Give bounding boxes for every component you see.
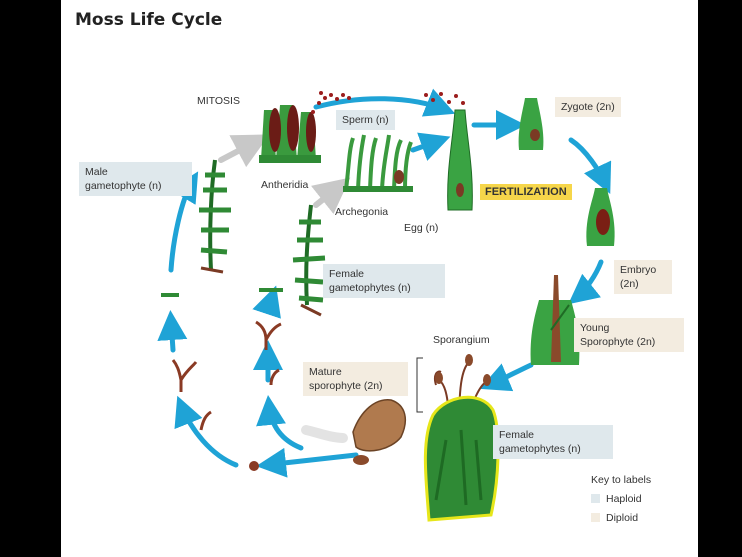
antheridia-drawing xyxy=(259,105,321,163)
arrow-embryo-to-young xyxy=(576,262,601,298)
diploid-swatch xyxy=(591,513,600,522)
label-zygote: Zygote (2n) xyxy=(555,97,621,117)
label-embryo-line1: Embryo xyxy=(620,263,666,277)
arrow-spore-to-protonema-right xyxy=(269,405,301,448)
female-gametophyte-drawing xyxy=(293,205,325,315)
embryo-drawing xyxy=(586,188,614,246)
label-female-gametophytes-bottom: Female gametophytes (n) xyxy=(493,425,613,459)
young-sporophyte-drawing xyxy=(531,275,580,365)
male-gametophyte-drawing xyxy=(199,160,231,272)
label-female-gametophytes-bottom-line2: gametophytes (n) xyxy=(499,442,607,456)
label-sporangium: Sporangium xyxy=(433,333,490,347)
zygote-drawing xyxy=(519,98,544,150)
label-mature-sporophyte: Mature sporophyte (2n) xyxy=(303,362,408,396)
key-legend: Key to labels Haploid Diploid xyxy=(591,471,651,528)
label-young-sporophyte-line2: Sporophyte (2n) xyxy=(580,335,678,349)
label-male-gametophyte-line1: Male xyxy=(85,165,186,179)
label-female-gametophytes-top: Female gametophytes (n) xyxy=(323,264,445,298)
arrow-right-up-2 xyxy=(268,295,273,310)
capsule-drawing xyxy=(353,400,405,465)
label-mature-sporophyte-line2: sporophyte (2n) xyxy=(309,379,402,393)
key-diploid: Diploid xyxy=(591,509,651,528)
label-egg: Egg (n) xyxy=(404,221,438,235)
label-female-gametophytes-top-line1: Female xyxy=(329,267,439,281)
label-young-sporophyte: Young Sporophyte (2n) xyxy=(574,318,684,352)
arrow-archegonium-to-fertilization xyxy=(413,140,441,150)
label-male-gametophyte: Male gametophyte (n) xyxy=(79,162,192,196)
key-diploid-label: Diploid xyxy=(606,512,638,524)
label-embryo-line2: (2n) xyxy=(620,277,666,291)
label-fertilization: FERTILIZATION xyxy=(480,184,572,200)
fertilized-archegonium xyxy=(448,110,473,210)
label-female-gametophytes-bottom-line1: Female xyxy=(499,428,607,442)
diagram-panel: Moss Life Cycle xyxy=(61,0,698,557)
arrow-left-up-1 xyxy=(171,320,173,350)
label-female-gametophytes-top-line2: gametophytes (n) xyxy=(329,281,439,295)
label-mitosis: MITOSIS xyxy=(197,94,240,108)
arrow-young-to-mature xyxy=(489,365,531,385)
label-mature-sporophyte-line1: Mature xyxy=(309,365,402,379)
label-male-gametophyte-line2: gametophyte (n) xyxy=(85,179,186,193)
label-sperm: Sperm (n) xyxy=(336,110,395,130)
archegonia-drawing xyxy=(343,135,413,192)
haploid-swatch xyxy=(591,494,600,503)
label-young-sporophyte-line1: Young xyxy=(580,321,678,335)
label-archegonia: Archegonia xyxy=(335,205,388,219)
key-title: Key to labels xyxy=(591,471,651,490)
arrow-zygote-to-embryo xyxy=(571,140,606,185)
arrow-sperm-to-egg xyxy=(316,99,446,110)
key-haploid: Haploid xyxy=(591,490,651,509)
label-embryo: Embryo (2n) xyxy=(614,260,672,294)
arrow-mature-to-spore xyxy=(266,455,356,465)
key-haploid-label: Haploid xyxy=(606,493,642,505)
label-antheridia: Antheridia xyxy=(261,178,308,192)
sporangium-bracket xyxy=(417,358,423,412)
protonema-left xyxy=(161,295,211,430)
spore-drawing xyxy=(249,461,259,471)
mature-sporophyte-drawing xyxy=(425,354,498,520)
